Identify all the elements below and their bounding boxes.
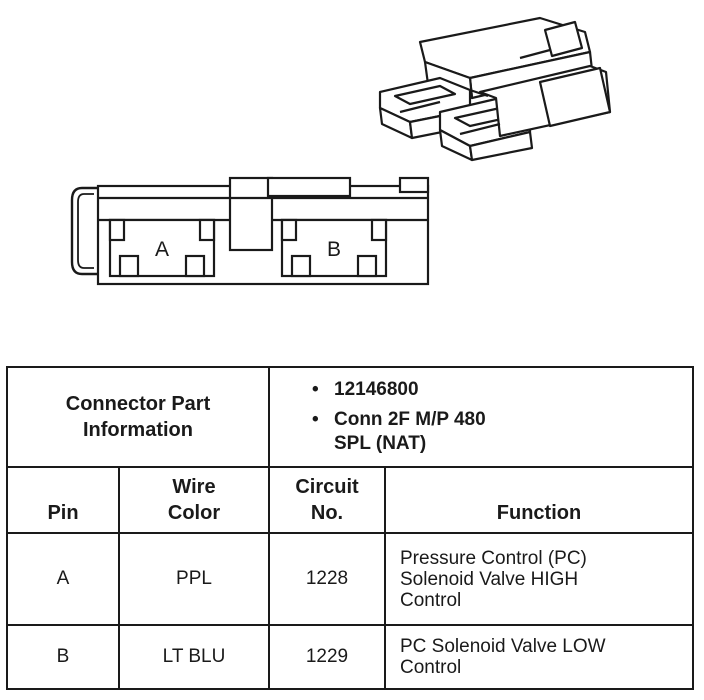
part-number: 12146800: [334, 379, 419, 400]
part-description: Conn 2F M/P 480 SPL (NAT): [334, 409, 486, 454]
pin-header: Pin: [47, 502, 79, 524]
function-header-cell: Function: [384, 466, 694, 534]
part-info-list: • 12146800 • Conn 2F M/P 480 SPL (NAT): [270, 378, 692, 456]
top-rib: [266, 176, 352, 198]
circuit-cell: 1228: [268, 532, 386, 626]
wire-color-header-cell: Wire Color: [118, 466, 270, 534]
part-info-label-cell: Connector Part Information: [6, 366, 270, 468]
part-info-label: Connector Part Information: [65, 393, 211, 441]
latch-clip: [70, 186, 100, 276]
connector-face-view: [70, 176, 430, 286]
table-row: A PPL 1228 Pressure Control (PC) Solenoi…: [6, 532, 694, 626]
part-info-row: Connector Part Information • 12146800 • …: [6, 366, 694, 468]
part-description-item: • Conn 2F M/P 480 SPL (NAT): [270, 408, 692, 456]
bullet-icon: •: [312, 379, 319, 400]
pin-cell: A: [6, 532, 120, 626]
circuit-header-cell: Circuit No.: [268, 466, 386, 534]
connector-info-table: Connector Part Information • 12146800 • …: [6, 366, 694, 690]
function-cell: PC Solenoid Valve LOW Control: [384, 624, 694, 690]
connector-drawing: A B: [70, 16, 612, 286]
table-row: B LT BLU 1229 PC Solenoid Valve LOW Cont…: [6, 624, 694, 690]
pin-cell: B: [6, 624, 120, 690]
function-header: Function: [496, 502, 582, 524]
wire-color-cell: LT BLU: [118, 624, 270, 690]
wire-color-header: Wire Color: [167, 476, 221, 524]
column-header-row: Pin Wire Color Circuit No. Function: [6, 466, 694, 534]
bullet-icon: •: [312, 409, 319, 430]
function-cell: Pressure Control (PC) Solenoid Valve HIG…: [384, 532, 694, 626]
pin-header-cell: Pin: [6, 466, 120, 534]
center-key: [228, 176, 274, 252]
part-number-item: • 12146800: [270, 378, 692, 402]
part-info-values-cell: • 12146800 • Conn 2F M/P 480 SPL (NAT): [268, 366, 694, 468]
pin-label-a: A: [155, 238, 169, 261]
circuit-header: Circuit No.: [295, 476, 359, 524]
circuit-cell: 1229: [268, 624, 386, 690]
wire-color-cell: PPL: [118, 532, 270, 626]
connector-isometric-view: [378, 16, 612, 162]
pin-label-b: B: [327, 238, 341, 261]
